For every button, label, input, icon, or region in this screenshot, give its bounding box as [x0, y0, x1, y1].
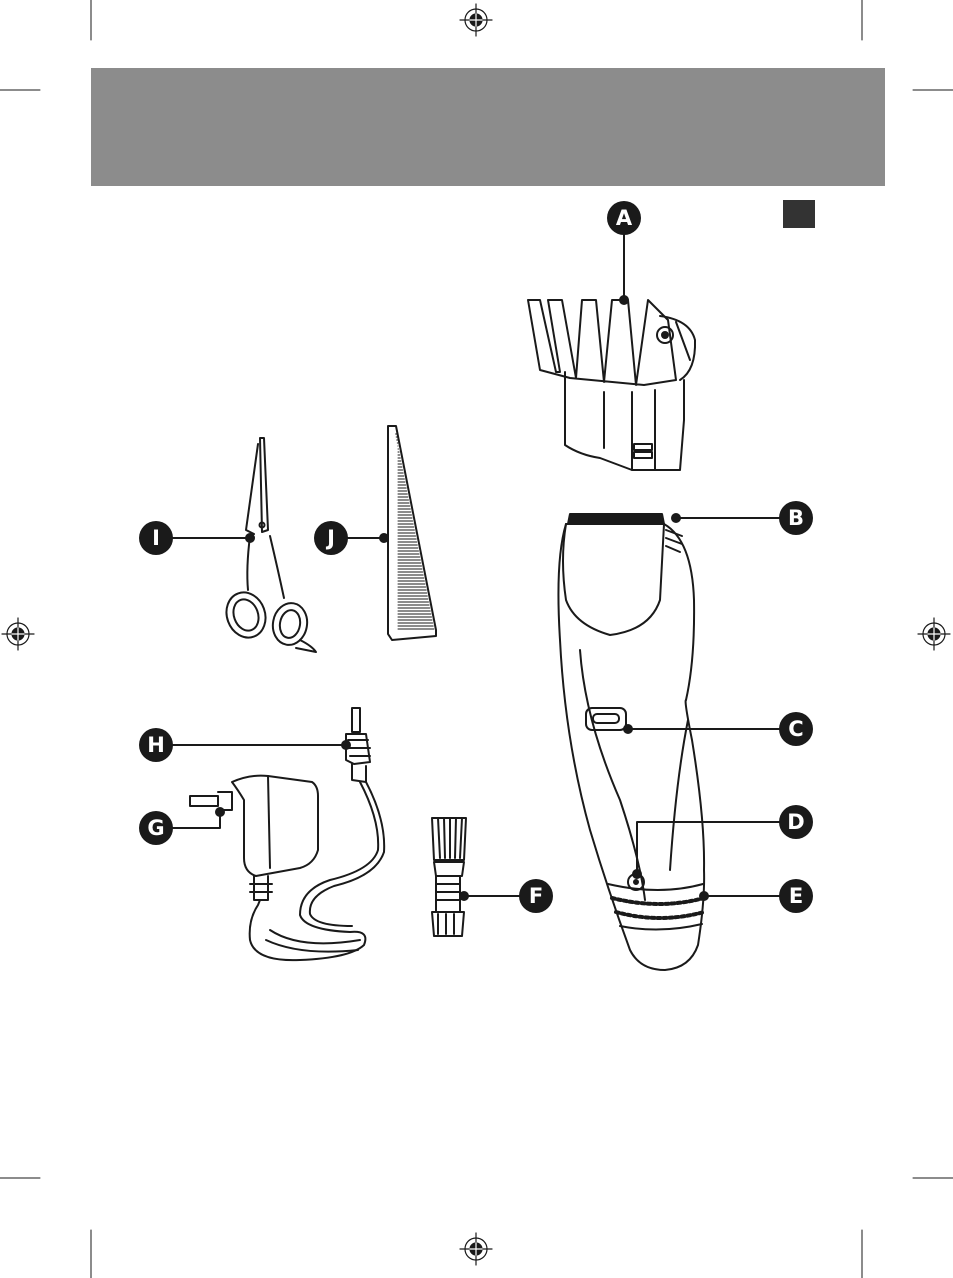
cleaning-brush-illustration [432, 818, 466, 936]
callout-h-label: H [147, 733, 165, 757]
leader-dots [215, 295, 709, 901]
callout-c-label: C [788, 717, 803, 741]
callout-f: F [519, 879, 553, 913]
callout-b: B [779, 501, 813, 535]
registration-mark-icon [2, 618, 34, 650]
blade-teeth [568, 514, 664, 524]
callout-g-label: G [147, 816, 164, 840]
callout-a-label: A [616, 206, 633, 230]
callout-e: E [779, 879, 813, 913]
callout-i-label: I [152, 526, 160, 550]
callout-i: I [139, 521, 173, 555]
callout-a: A [607, 201, 641, 235]
registration-mark-icon [460, 1233, 492, 1265]
comb-attachment-illustration [528, 300, 695, 470]
clipper-illustration [558, 514, 704, 970]
registration-mark-icon [918, 618, 950, 650]
callout-j-label: J [325, 526, 335, 550]
callout-e-label: E [789, 884, 803, 908]
comb-illustration [388, 426, 436, 640]
callout-f-label: F [529, 884, 543, 908]
callout-h: H [139, 728, 173, 762]
callout-g: G [139, 811, 173, 845]
callout-b-label: B [788, 506, 804, 530]
registration-mark-icon [460, 4, 492, 36]
callout-j: J [314, 521, 348, 555]
callout-c: C [779, 712, 813, 746]
scissors-illustration [220, 438, 316, 652]
callout-d-label: D [787, 810, 804, 834]
callout-d: D [779, 805, 813, 839]
